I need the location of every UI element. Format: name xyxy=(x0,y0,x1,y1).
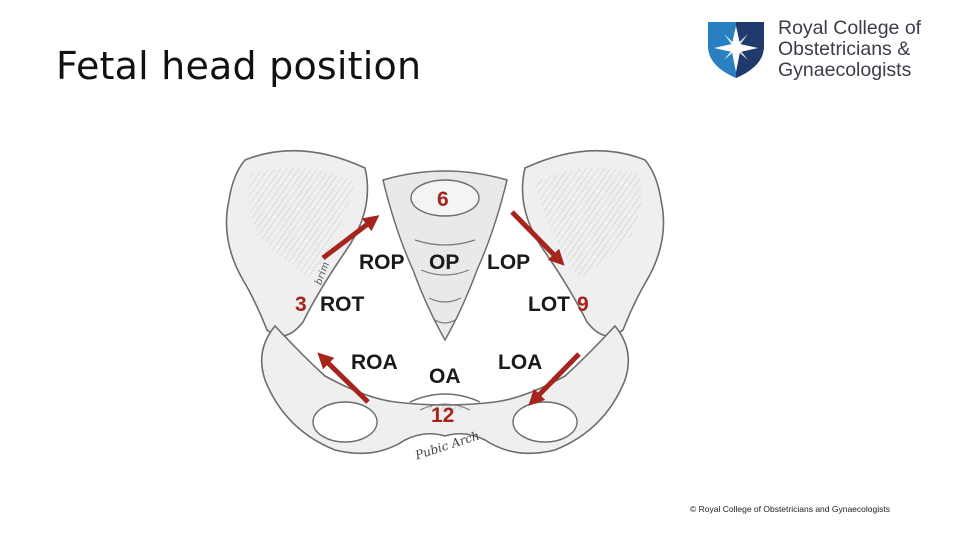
clock-number-9: 9 xyxy=(577,293,589,316)
arrow-down-left xyxy=(528,352,581,406)
sacrum xyxy=(382,170,508,342)
logo-wordmark: Royal College of Obstetricians & Gynaeco… xyxy=(778,18,921,81)
label-roa: ROA xyxy=(351,351,398,374)
clock-number-12: 12 xyxy=(431,404,454,427)
right-iliac-wing xyxy=(521,149,665,337)
slide-title: Fetal head position xyxy=(56,44,422,88)
label-lop: LOP xyxy=(487,251,530,274)
logo-line-3: Gynaecologists xyxy=(778,59,912,81)
rotation-arrows xyxy=(317,210,581,406)
label-oa: OA xyxy=(429,365,461,388)
copyright-notice: © Royal College of Obstetricians and Gyn… xyxy=(690,504,890,514)
rcog-logo: Royal College of Obstetricians & Gynaeco… xyxy=(700,16,940,81)
arrow-up-left xyxy=(321,215,380,260)
arrow-down-right-top xyxy=(510,210,565,266)
pelvic-floor-bones xyxy=(260,324,630,455)
label-op: OP xyxy=(429,251,459,274)
clock-number-6: 6 xyxy=(437,188,449,211)
label-lot: LOT xyxy=(528,293,570,316)
pelvis-diagram: Pubic Arch brim ROP OP LOP ROT LOT ROA O… xyxy=(225,149,665,463)
label-rop: ROP xyxy=(359,251,405,274)
left-iliac-wing xyxy=(225,149,369,337)
clock-number-3: 3 xyxy=(295,293,307,316)
logo-line-1: Royal College of xyxy=(778,17,922,39)
label-loa: LOA xyxy=(498,351,542,374)
arrow-up-left-bottom xyxy=(317,352,370,404)
label-rot: ROT xyxy=(320,293,365,316)
shield-logo-icon xyxy=(708,22,764,78)
logo-line-2: Obstetricians & xyxy=(778,38,911,60)
